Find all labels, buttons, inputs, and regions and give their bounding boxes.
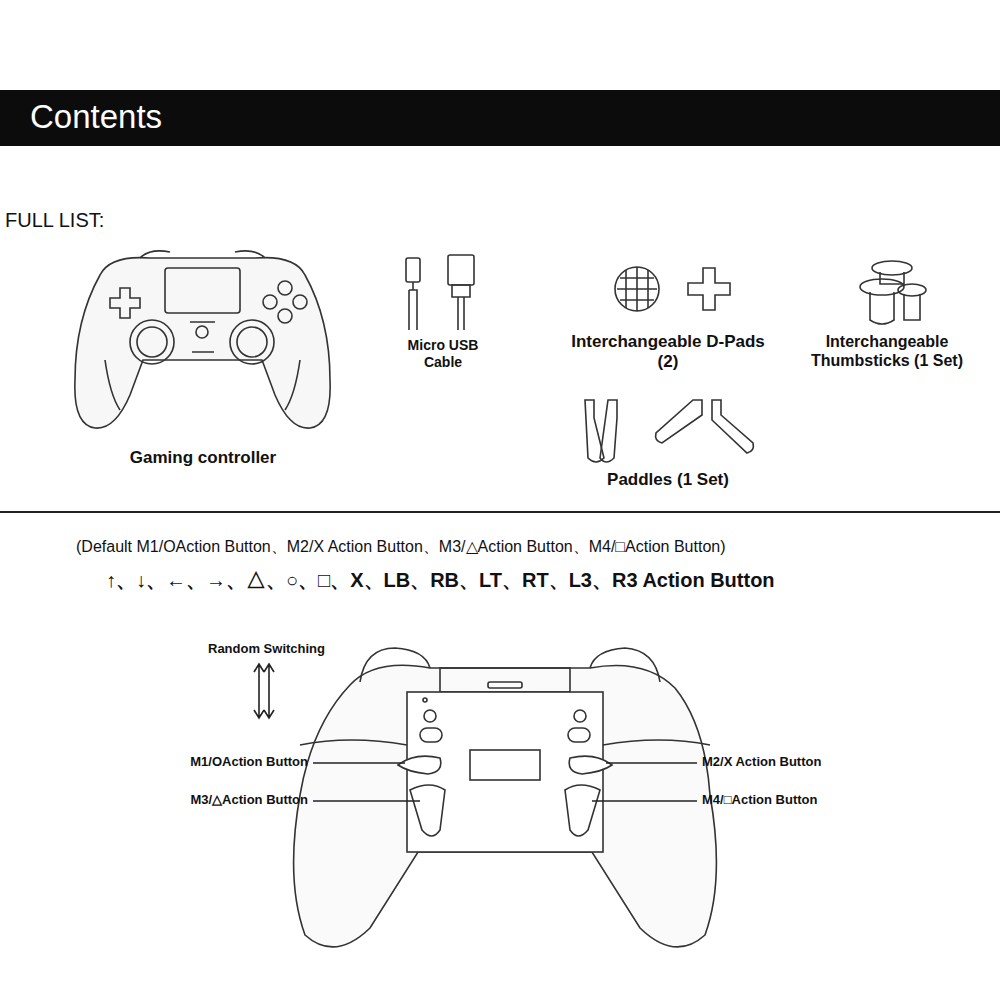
paddles xyxy=(585,400,753,462)
callout-label: M1/OAction Button xyxy=(98,754,308,770)
section-label: FULL LIST: xyxy=(5,208,205,232)
separator-line xyxy=(0,511,1000,513)
part-caption: Paddles (1 Set) xyxy=(568,470,768,490)
callout-label: M3/△Action Button xyxy=(98,792,308,808)
thumbsticks xyxy=(860,261,926,324)
part-caption: Interchangeable Thumbsticks (1 Set) xyxy=(787,332,987,370)
front-controller xyxy=(75,251,330,428)
callout-label: M2/X Action Button xyxy=(702,754,902,770)
switch-arrows xyxy=(254,664,274,718)
leader-lines xyxy=(313,763,697,801)
page-title: Contents xyxy=(30,97,162,137)
part-caption: Interchangeable D-Pads (2) xyxy=(568,332,768,373)
note-text: (Default M1/OAction Button、M2/X Action B… xyxy=(76,537,986,556)
part-caption: Micro USB Cable xyxy=(393,337,493,371)
switch-label: Random Switching xyxy=(208,641,368,657)
d-pads xyxy=(615,267,730,311)
button-list: ↑、↓、←、→、△、○、□、X、LB、RB、LT、RT、L3、R3 Action… xyxy=(106,568,986,592)
callout-label: M4/□Action Button xyxy=(702,792,902,808)
part-caption: Gaming controller xyxy=(103,448,303,468)
micro-usb-cable xyxy=(406,255,474,330)
back-controller xyxy=(294,648,717,947)
